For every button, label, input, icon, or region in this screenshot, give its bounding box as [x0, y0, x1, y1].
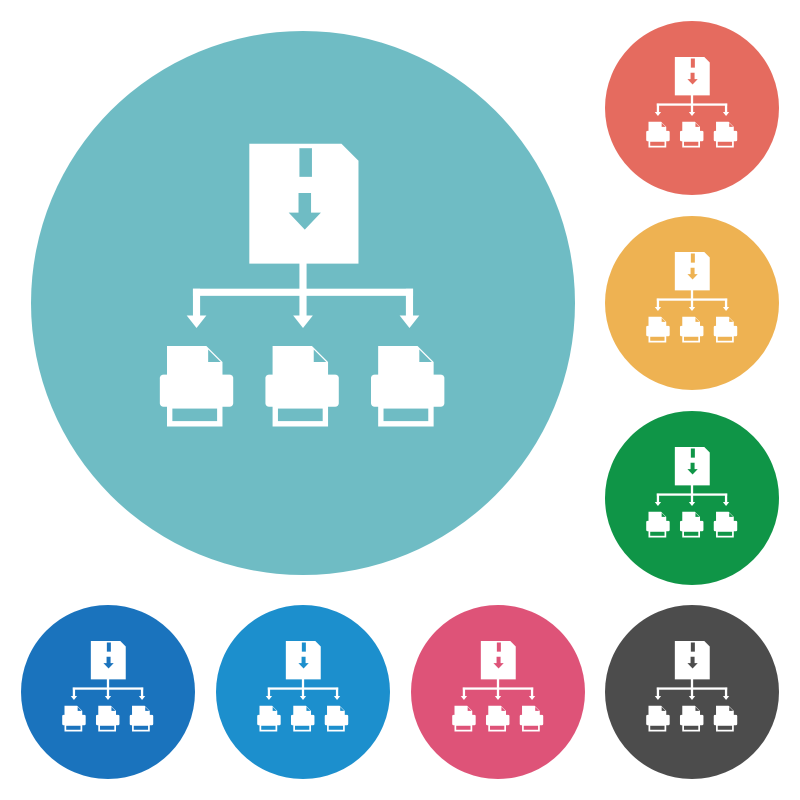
file-distribution-icon-gray	[605, 605, 779, 779]
file-distribution-icon-large	[31, 31, 575, 575]
file-distribution-icon-red	[605, 21, 779, 195]
file-distribution-icon-blue	[21, 605, 195, 779]
file-distribution-icon-cyan	[216, 605, 390, 779]
file-distribution-icon-green	[605, 411, 779, 585]
file-distribution-icon-orange	[605, 216, 779, 390]
file-distribution-icon-pink	[411, 605, 585, 779]
